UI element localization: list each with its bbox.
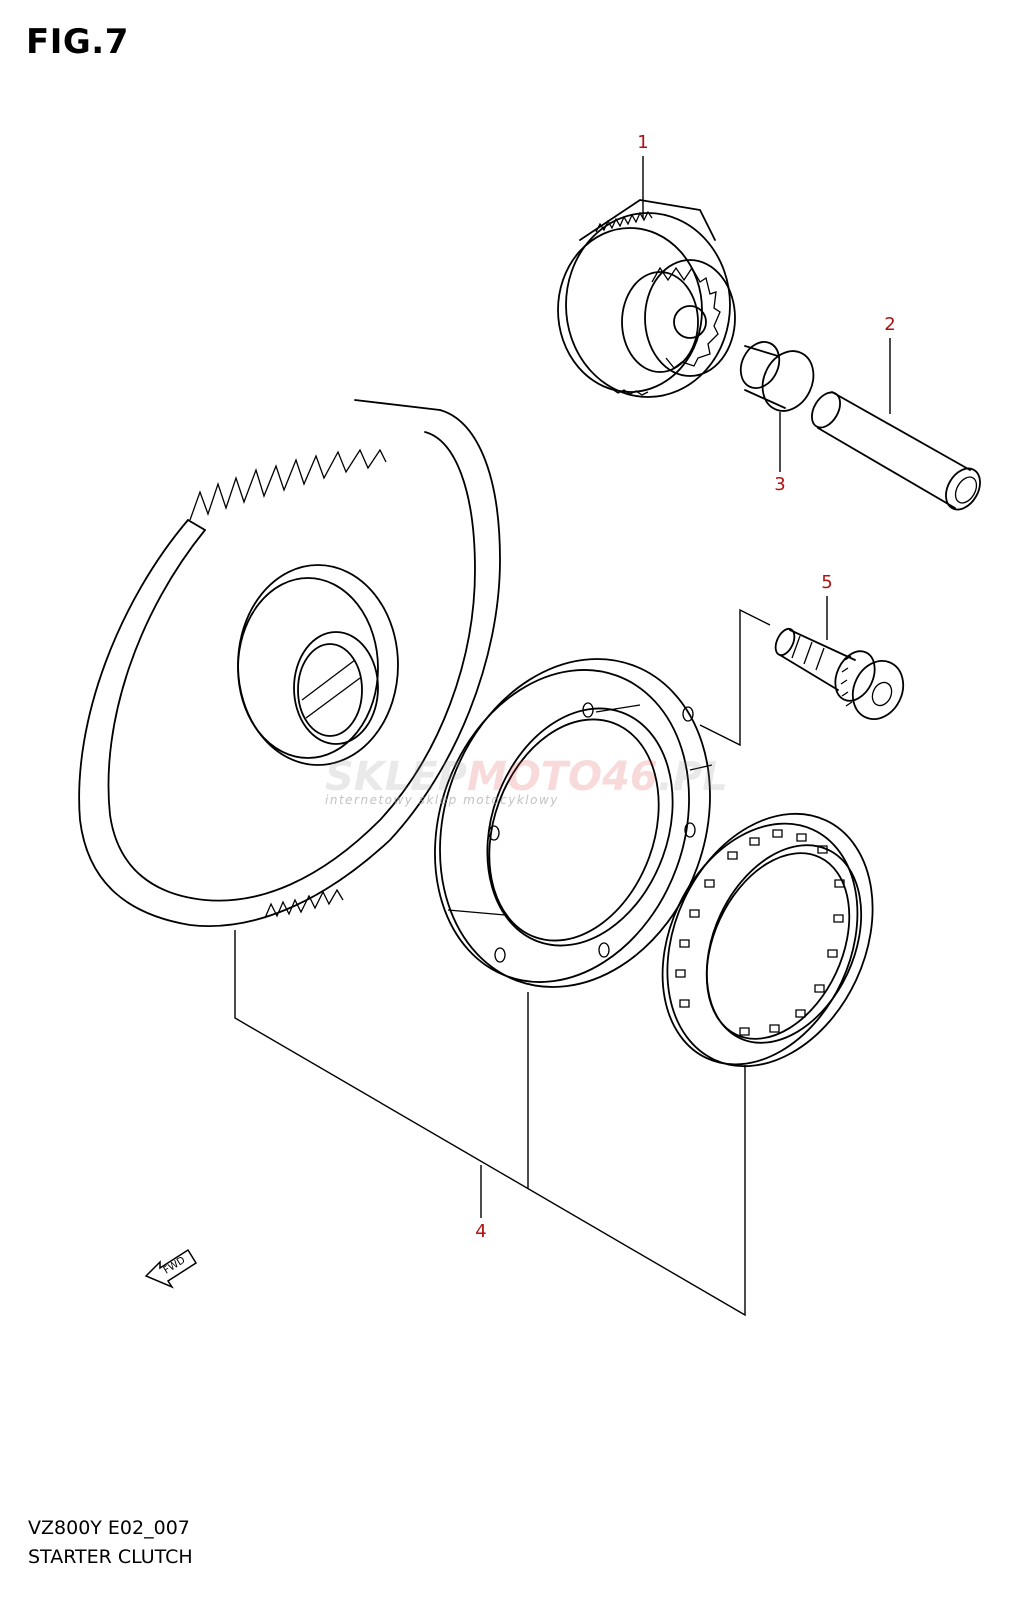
part-clutch-housing[interactable] [393, 621, 755, 1026]
callout-1: 1 [637, 132, 648, 153]
part-spacer[interactable] [734, 336, 823, 420]
callout-4: 4 [475, 1221, 486, 1242]
callout-3: 3 [774, 474, 785, 495]
diagram-name: STARTER CLUTCH [28, 1546, 193, 1568]
diagram-code: VZ800Y E02_007 [28, 1517, 190, 1539]
part-shaft[interactable] [806, 388, 987, 516]
svg-text:SKLEPMOTO46.PL: SKLEPMOTO46.PL [325, 754, 728, 800]
part-idle-gear[interactable] [557, 199, 736, 398]
fwd-arrow-icon: FWD [144, 1248, 198, 1289]
part-bolt[interactable] [772, 626, 913, 727]
part-driven-gear[interactable] [78, 399, 501, 927]
watermark: SKLEPMOTO46.PL internetowy sklep motocyk… [325, 754, 728, 807]
callout-5: 5 [821, 572, 832, 593]
figure-title: FIG.7 [26, 22, 129, 62]
part-one-way-clutch[interactable] [625, 780, 912, 1100]
svg-text:internetowy sklep motocyklowy: internetowy sklep motocyklowy [325, 793, 559, 807]
callout-2: 2 [884, 314, 895, 335]
